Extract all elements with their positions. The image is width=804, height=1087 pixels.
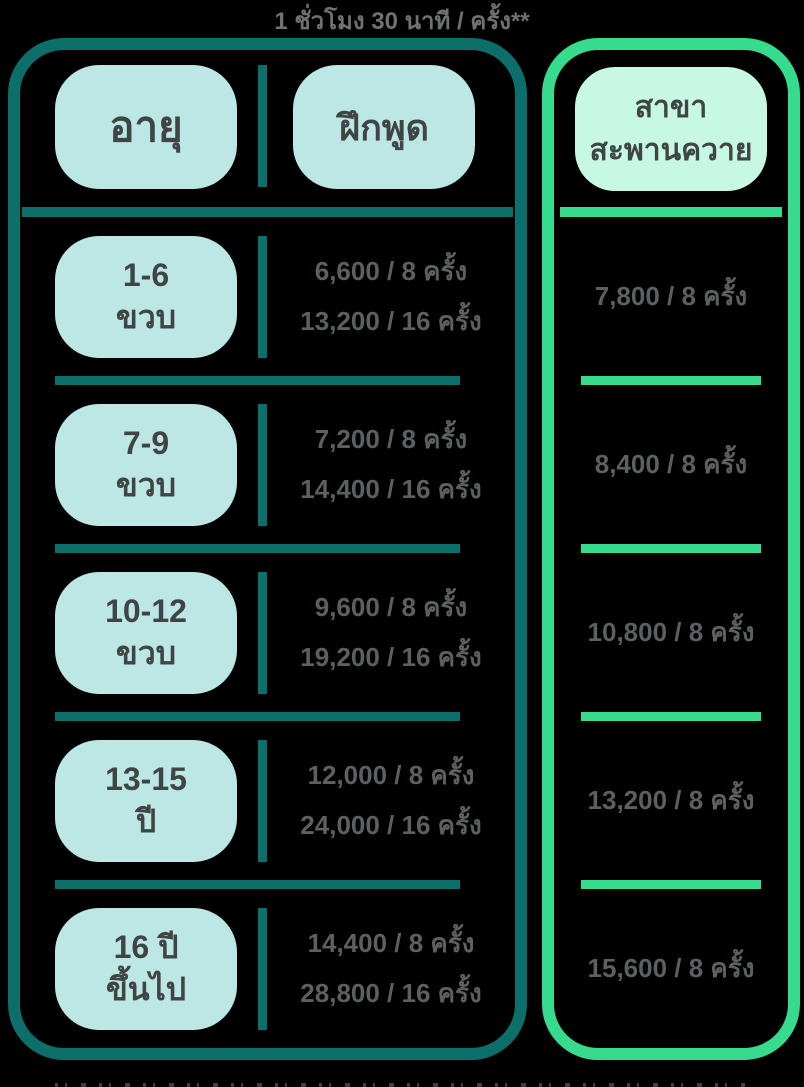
age-group-badge: 7-9 ขวบ	[55, 403, 237, 526]
price-8-sessions: 8,400 / 8 ครั้ง	[594, 449, 748, 479]
age-unit: ขวบ	[115, 634, 177, 671]
age-range: 7-9	[122, 424, 170, 461]
table-row: 13-15 ปี 12,000 / 8 ครั้ง 24,000 / 16 คร…	[20, 721, 515, 880]
branch-price-cell: 10,800 / 8 ครั้ง	[554, 553, 788, 712]
age-range: 1-6	[122, 256, 170, 293]
row-divider	[55, 376, 460, 385]
age-unit: ขึ้นไป	[105, 970, 187, 1007]
age-group-badge: 16 ปี ขึ้นไป	[55, 907, 237, 1030]
table-row: 16 ปี ขึ้นไป 14,400 / 8 ครั้ง 28,800 / 1…	[20, 889, 515, 1048]
price-8-sessions: 6,600 / 8 ครั้ง	[314, 256, 468, 286]
price-cell: 12,000 / 8 ครั้ง 24,000 / 16 ครั้ง	[267, 755, 515, 846]
age-range: 16 ปี	[113, 928, 179, 965]
branch-header-underline	[560, 207, 782, 217]
age-group-badge: 1-6 ขวบ	[55, 235, 237, 358]
row-divider	[55, 712, 460, 721]
age-group-badge: 10-12 ขวบ	[55, 571, 237, 694]
price-8-sessions: 13,200 / 8 ครั้ง	[587, 785, 755, 815]
table-row: 10-12 ขวบ 9,600 / 8 ครั้ง 19,200 / 16 คร…	[20, 553, 515, 712]
branch-price-cell: 13,200 / 8 ครั้ง	[554, 721, 788, 880]
price-cell: 7,200 / 8 ครั้ง 14,400 / 16 ครั้ง	[267, 419, 515, 510]
price-cell: 9,600 / 8 ครั้ง 19,200 / 16 ครั้ง	[267, 587, 515, 678]
branch-label: สาขา	[634, 90, 708, 124]
branch-row-divider	[581, 712, 761, 721]
price-8-sessions: 12,000 / 8 ครั้ง	[307, 760, 475, 790]
branch-row-divider	[581, 376, 761, 385]
branch-row-divider	[581, 880, 761, 889]
price-16-sessions: 19,200 / 16 ครั้ง	[300, 642, 482, 672]
price-16-sessions: 28,800 / 16 ครั้ง	[300, 978, 482, 1008]
column-header-branch: สาขา สะพานควาย	[575, 67, 767, 191]
branch-price-cell: 7,800 / 8 ครั้ง	[554, 217, 788, 376]
table-row: 1-6 ขวบ 6,600 / 8 ครั้ง 13,200 / 16 ครั้…	[20, 217, 515, 376]
price-8-sessions: 10,800 / 8 ครั้ง	[587, 617, 755, 647]
age-range: 13-15	[105, 760, 187, 797]
price-8-sessions: 7,200 / 8 ครั้ง	[314, 424, 468, 454]
clipped-footnote-fragment	[55, 1083, 745, 1087]
header-column-divider	[258, 65, 267, 187]
column-divider	[258, 739, 267, 862]
column-divider	[258, 403, 267, 526]
price-cell: 14,400 / 8 ครั้ง 28,800 / 16 ครั้ง	[267, 923, 515, 1014]
price-8-sessions: 7,800 / 8 ครั้ง	[594, 281, 748, 311]
table-header-row: อายุ ฝึกพูด	[20, 50, 515, 207]
pricing-table-main: อายุ ฝึกพูด 1-6 ขวบ 6,600 / 8 ครั้ง 13,2…	[8, 38, 527, 1060]
column-divider	[258, 571, 267, 694]
price-8-sessions: 14,400 / 8 ครั้ง	[307, 928, 475, 958]
age-unit: ปี	[135, 802, 157, 839]
price-16-sessions: 13,200 / 16 ครั้ง	[300, 306, 482, 336]
column-header-age: อายุ	[55, 65, 237, 189]
price-8-sessions: 9,600 / 8 ครั้ง	[314, 592, 468, 622]
branch-price-cell: 8,400 / 8 ครั้ง	[554, 385, 788, 544]
branch-header-row: สาขา สะพานควาย	[554, 50, 788, 207]
header-underline	[22, 207, 513, 217]
row-divider	[55, 544, 460, 553]
column-divider	[258, 907, 267, 1030]
table-row: 7-9 ขวบ 7,200 / 8 ครั้ง 14,400 / 16 ครั้…	[20, 385, 515, 544]
page-title: 1 ชั่วโมง 30 นาที / ครั้ง**	[274, 8, 530, 35]
age-range: 10-12	[105, 592, 187, 629]
branch-price-cell: 15,600 / 8 ครั้ง	[554, 889, 788, 1048]
column-header-speech-training: ฝึกพูด	[293, 65, 475, 189]
pricing-table-branch: สาขา สะพานควาย 7,800 / 8 ครั้ง 8,400 / 8…	[542, 38, 800, 1060]
age-unit: ขวบ	[115, 466, 177, 503]
price-16-sessions: 24,000 / 16 ครั้ง	[300, 810, 482, 840]
price-8-sessions: 15,600 / 8 ครั้ง	[587, 953, 755, 983]
age-group-badge: 13-15 ปี	[55, 739, 237, 862]
column-divider	[258, 235, 267, 358]
branch-row-divider	[581, 544, 761, 553]
row-divider	[55, 880, 460, 889]
price-16-sessions: 14,400 / 16 ครั้ง	[300, 474, 482, 504]
branch-name: สะพานควาย	[589, 134, 753, 167]
age-unit: ขวบ	[115, 298, 177, 335]
price-cell: 6,600 / 8 ครั้ง 13,200 / 16 ครั้ง	[267, 251, 515, 342]
